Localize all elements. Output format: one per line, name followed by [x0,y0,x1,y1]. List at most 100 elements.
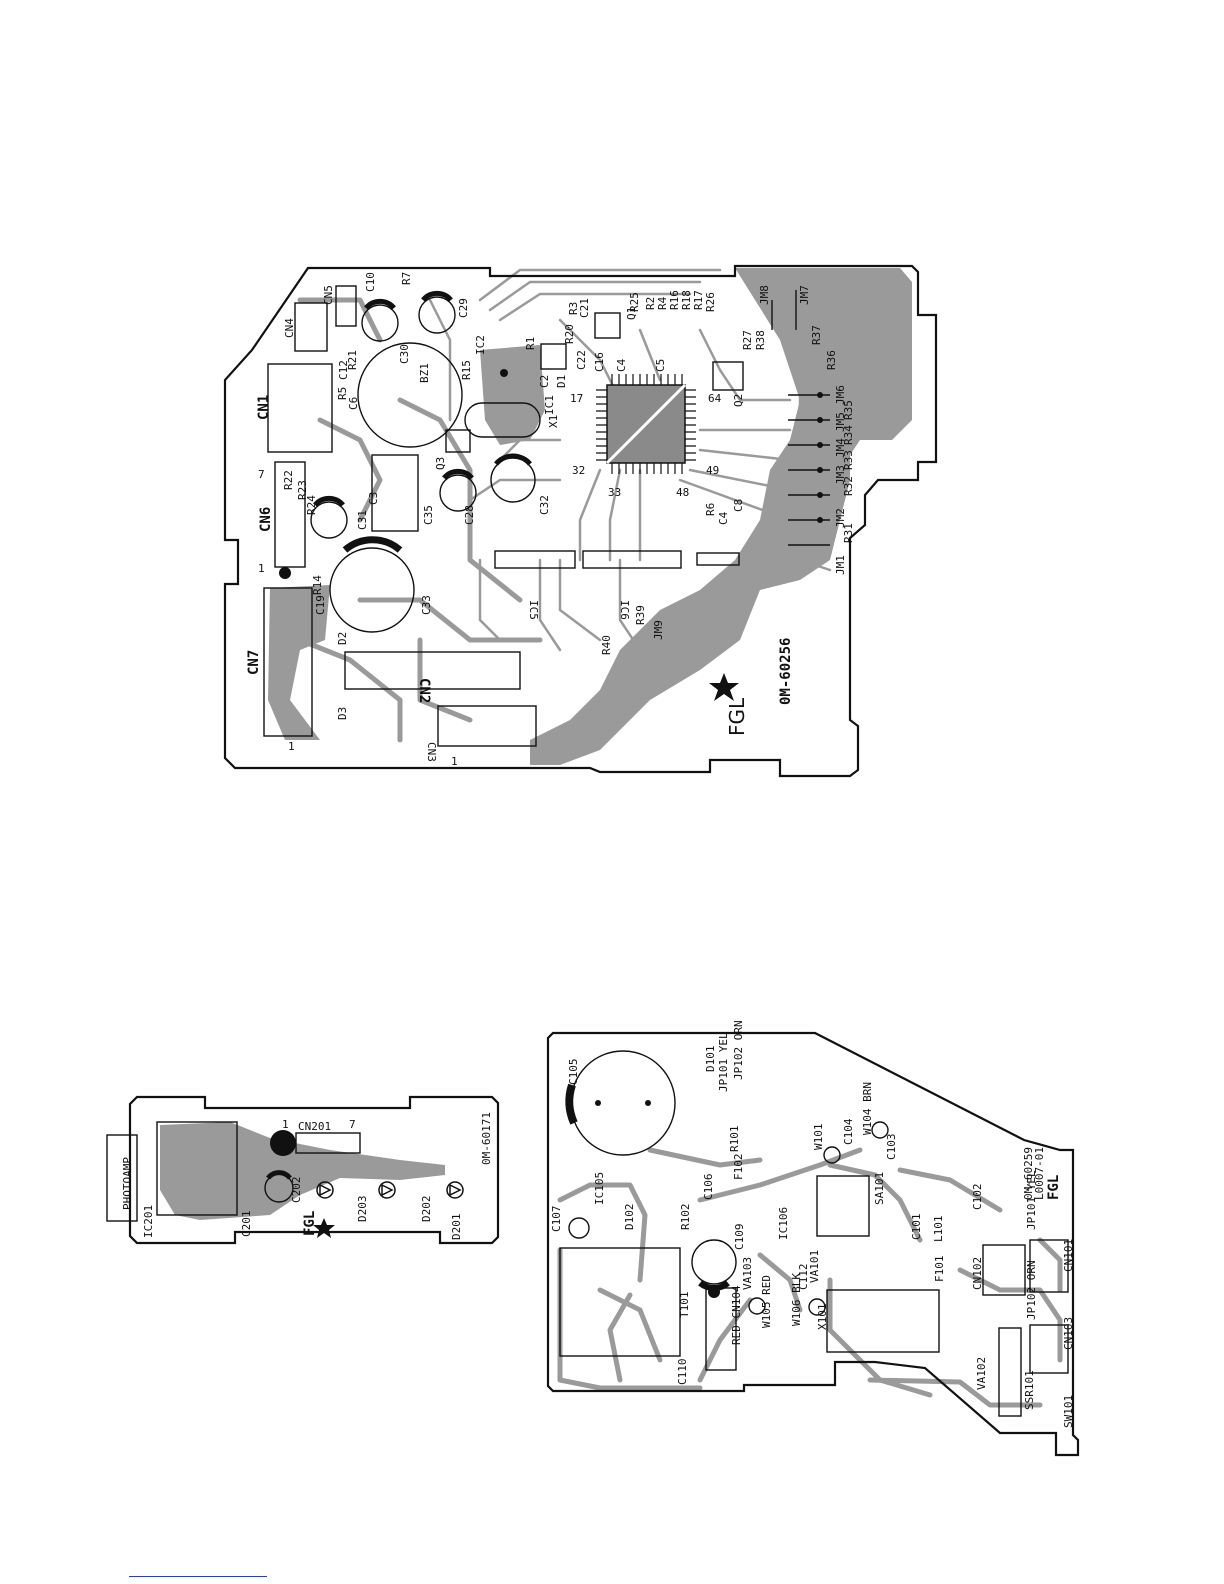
label-d3: D3 [336,707,349,720]
cn6-connector-icon [274,461,306,568]
transistor-q1-icon [594,312,621,339]
label-c106: C106 [702,1174,715,1201]
label-red-cn104: RED CN104 [730,1285,743,1345]
label-r20: R20 [563,324,576,344]
label-f102: F102 [732,1154,745,1181]
label-r101: R101 [728,1126,741,1153]
label-c32: C32 [538,495,551,515]
label-c2: C2 [538,375,551,388]
power-board-maker-label: FGL [1046,1175,1062,1200]
label-x101: X101 [816,1304,829,1331]
label-cn2: CN2 [416,678,432,703]
label-c16: C16 [593,352,606,372]
label-r15: R15 [460,360,473,380]
label-c21: C21 [578,298,591,318]
label-r2: R2 [644,297,657,310]
main-board-outline [223,264,938,778]
cn201-connector-icon [295,1132,361,1154]
main-board: CN1 CN2 CN3 CN4 CN5 CN6 CN7 IC1 IC2 IC5 … [223,264,938,778]
label-c202: C202 [290,1177,303,1204]
label-ic6: IC6 [618,600,631,620]
label-r24: R24 [305,495,318,515]
label-jp101-yel-2: JP101 YEL [1025,1170,1038,1230]
label-jm7: JM7 [798,285,811,305]
label-w104-brn: W104 BRN [861,1082,874,1135]
sensor-board-maker-label: FGL [302,1211,318,1236]
ic5-chip-icon [494,550,576,569]
label-jm8: JM8 [758,285,771,305]
label-d2: D2 [336,632,349,645]
c109-capacitor-icon [691,1239,737,1285]
sensor-board-copper [160,1122,445,1220]
transistor-d1-icon [540,343,567,370]
label-cn4: CN4 [283,318,296,338]
crystal-icon [464,402,541,438]
label-r17: R17 [692,290,705,310]
label-d101: D101 [704,1046,717,1073]
label-va101: VA101 [808,1250,821,1283]
label-jm5: JM5 [834,412,847,432]
label-r4: R4 [656,296,669,310]
label-cn1: CN1 [256,395,272,420]
label-l101: L101 [932,1216,945,1243]
label-cn102: CN102 [971,1257,984,1290]
main-board-ground-plane-left [268,585,330,740]
pin-mark-ic1-33: 33 [608,486,621,499]
label-d102: D102 [623,1204,636,1231]
mcu-orientation-mark [605,383,687,465]
label-r38: R38 [754,330,767,350]
label-bz1: BZ1 [418,363,431,383]
cn102-connector-icon [982,1244,1026,1296]
label-va103: VA103 [741,1257,754,1290]
label-c3: C3 [367,492,380,505]
label-c30: C30 [398,344,411,364]
label-va102: VA102 [975,1357,988,1390]
label-jm9: JM9 [652,620,665,640]
label-c28: C28 [463,505,476,525]
label-d1: D1 [555,375,568,388]
label-r32: R32 [842,476,855,496]
label-r16: R16 [668,290,681,310]
pin-mark-cn201-7: 7 [349,1118,356,1131]
capacitor-polarity-band-icon [342,536,403,553]
label-w105-red: W105 RED [760,1275,773,1328]
label-r25: R25 [628,292,641,312]
label-ic2: IC2 [474,335,487,355]
label-c10: C10 [364,272,377,292]
power-board-outline [546,1031,1080,1457]
label-cn201: CN201 [298,1120,331,1133]
label-r26: R26 [704,292,717,312]
c107-capacitor-icon [568,1217,590,1239]
label-r22: R22 [282,470,295,490]
label-x1: X1 [547,415,560,428]
label-jp102-orn-2: JP102 ORN [1025,1260,1038,1320]
label-r39: R39 [634,605,647,625]
pin-mark-ic1-64: 64 [708,392,722,405]
main-board-ground-plane-right [530,268,912,765]
pin-mark-ic1-32: 32 [572,464,585,477]
label-c4b: C4 [717,511,730,525]
star-mark-icon [709,673,739,701]
label-ic105: IC105 [593,1172,606,1205]
sensor-star-mark-icon [313,1218,335,1238]
sensor-board: PHOTOAMP IC201 CN201 C201 C202 D201 D202… [106,1095,500,1245]
pin-mark-cn201-1: 1 [282,1118,289,1131]
ic6-chip-icon [582,550,682,569]
label-c101: C101 [910,1214,923,1241]
label-r1: R1 [524,337,537,350]
label-jm6: JM6 [834,385,847,405]
ssr101-part-icon [998,1327,1022,1417]
mcu-pins [596,374,696,474]
label-jm2: JM2 [834,508,847,528]
pin-mark-cn7-1: 1 [288,740,295,753]
t101-transformer-icon [559,1247,681,1357]
cn101-connector-icon [1029,1239,1069,1293]
label-cn103: CN103 [1062,1317,1075,1350]
label-r27: R27 [741,330,754,350]
main-board-ground-plane-mid [480,345,545,445]
power-board: C105 JP101 YEL JP102 ORN D101 R101 F102 … [546,1020,1080,1457]
transistor-q3-icon [445,429,471,453]
power-board-part-label: L0007-01 [1033,1147,1046,1200]
label-c22: C22 [575,350,588,370]
label-cn7: CN7 [246,650,262,675]
